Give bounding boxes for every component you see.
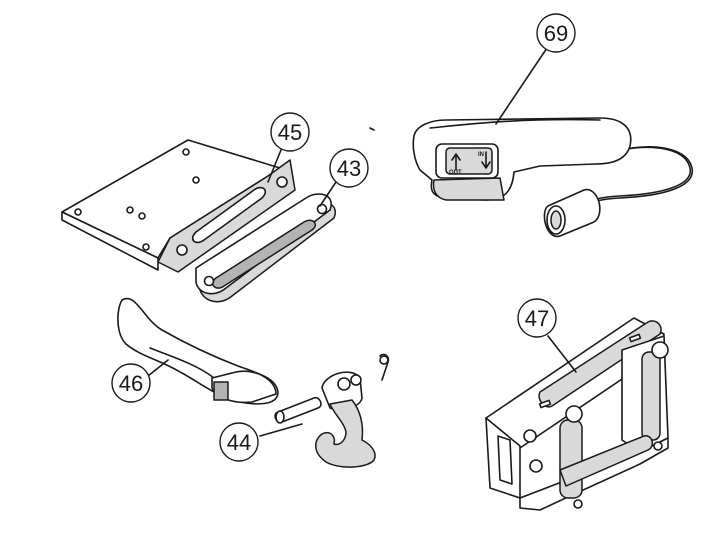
callout-45: 45	[270, 112, 310, 152]
callout-47: 47	[517, 298, 557, 338]
mounting-plate-part	[61, 139, 296, 273]
callout-46-label: 46	[119, 371, 143, 396]
remote-switch-in-label: IN	[478, 152, 484, 158]
roller-fairlead-part	[485, 317, 669, 511]
callout-43-label: 43	[337, 156, 361, 181]
callout-46: 46	[111, 363, 151, 403]
callout-44: 44	[219, 422, 259, 462]
clevis-hook-part	[274, 353, 390, 468]
hook-strap-part	[117, 297, 279, 405]
remote-switch-out-label: OUT	[449, 170, 462, 176]
callout-45-label: 45	[278, 120, 302, 145]
callout-43: 43	[329, 148, 369, 188]
callout-47-label: 47	[525, 306, 549, 331]
callout-44-label: 44	[227, 430, 251, 455]
callout-69-label: 69	[544, 21, 568, 46]
hawse-fairlead-part	[195, 193, 337, 303]
remote-control-part: OUT IN	[412, 117, 693, 237]
callout-69: 69	[536, 13, 576, 53]
callout-leaders	[147, 47, 577, 437]
